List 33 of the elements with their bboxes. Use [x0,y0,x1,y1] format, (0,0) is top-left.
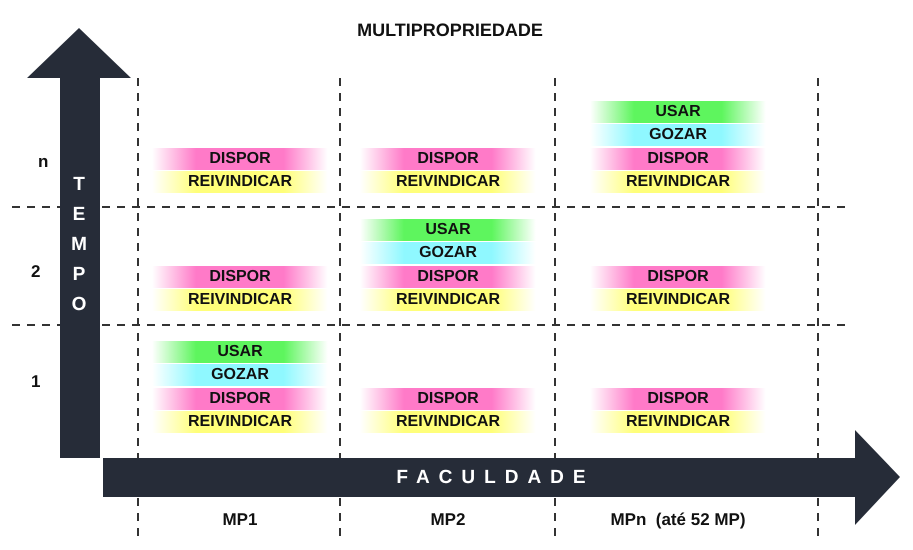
row-label: n [38,152,48,172]
highlighted-label: GOZAR [152,364,328,386]
highlighted-label: DISPOR [360,266,536,288]
highlighted-label: REIVINDICAR [152,289,328,311]
highlighted-label: REIVINDICAR [360,171,536,193]
highlighted-label: REIVINDICAR [360,411,536,433]
highlighted-label: REIVINDICAR [590,411,766,433]
axis-label: FACULDADE [395,467,596,489]
row-label: 2 [31,262,40,282]
highlighted-label: USAR [590,100,766,122]
axis-label: TEMPO [70,173,88,317]
highlighted-label: DISPOR [152,266,328,288]
row-label: 1 [31,372,40,392]
highlighted-label: REIVINDICAR [590,171,766,193]
highlighted-label: GOZAR [590,124,766,146]
highlighted-label: DISPOR [152,388,328,410]
highlighted-label: DISPOR [360,148,536,170]
highlighted-label: USAR [360,218,536,240]
highlighted-label: REIVINDICAR [590,289,766,311]
diagram-title: MULTIPROPRIEDADE [356,20,544,41]
column-label: MPn (até 52 MP) [609,510,747,530]
highlighted-label: REIVINDICAR [152,411,328,433]
highlighted-label: DISPOR [152,148,328,170]
column-label: MP2 [430,510,466,530]
highlighted-label: USAR [152,340,328,362]
highlighted-label: REIVINDICAR [152,171,328,193]
highlighted-label: DISPOR [590,388,766,410]
highlighted-label: GOZAR [360,242,536,264]
column-label: MP1 [222,510,258,530]
highlighted-label: DISPOR [360,388,536,410]
highlighted-label: DISPOR [590,148,766,170]
highlighted-label: DISPOR [590,266,766,288]
highlighted-label: REIVINDICAR [360,289,536,311]
